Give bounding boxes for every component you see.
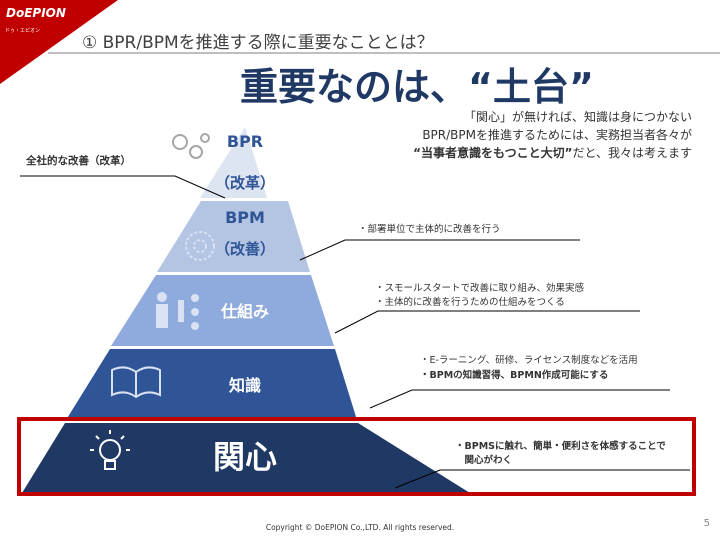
label-bpm-sub: （改善）	[214, 240, 275, 258]
message-emphasis: “当事者意識をもつこと大切”	[413, 146, 573, 160]
callout-lines	[20, 175, 690, 489]
label-chishiki: 知識	[228, 376, 261, 395]
note-kanshin-1: ・BPMSに触れ、簡単・便利さを体感することで	[455, 441, 666, 452]
pyramid-layer-bpr	[200, 127, 267, 198]
divider	[48, 52, 720, 54]
pyramid-layer-chishiki	[66, 349, 357, 420]
label-bpm: BPM	[225, 208, 265, 227]
slide-subtitle: ① BPR/BPMを推進する際に重要なこととは？	[82, 33, 434, 53]
lightbulb-icon	[90, 430, 130, 470]
note-shikumi-1: ・スモールスタートで改善に取り組み、効果実感	[375, 283, 585, 294]
gear-icon	[185, 231, 215, 261]
pyramid-layer-shikumi	[111, 275, 334, 346]
logo-subtext: ドゥ・エピオン	[5, 28, 41, 34]
note-chishiki-2: ・BPMの知識習得、BPMN作成可能にする	[420, 370, 609, 381]
org-chart-icon	[156, 292, 199, 330]
note-shikumi-2: ・主体的に改善を行うための仕組みをつくる	[375, 297, 565, 308]
pyramid-layer-bpm	[157, 201, 310, 272]
page-number: 5	[703, 518, 710, 529]
note-bpr: 全社的な改善（改革）	[26, 155, 131, 167]
message-line-2: BPR/BPMを推進するためには、実務担当者各々が	[422, 128, 692, 142]
book-icon	[111, 366, 161, 399]
copyright: Copyright © DoEPION Co.,LTD. All rights …	[265, 523, 455, 532]
logo: DoEPION	[6, 6, 66, 20]
note-kanshin-2: 関心がわく	[455, 455, 513, 466]
label-kanshin: 関心	[212, 438, 277, 476]
label-bpr: BPR	[226, 132, 264, 151]
brand-corner	[0, 0, 118, 84]
pyramid-layer-kanshin	[22, 423, 470, 493]
note-bpm: ・部署単位で主体的に改善を行う	[358, 224, 501, 235]
note-chishiki-1: ・E-ラーニング、研修、ライセンス制度などを活用	[420, 355, 638, 366]
gears-icon	[172, 133, 210, 159]
label-bpr-sub: （改革）	[214, 174, 275, 192]
message-line-1: 「関心」が無ければ、知識は身につかない	[463, 110, 692, 124]
message-line-3: “当事者意識をもつこと大切”だと、我々は考えます	[413, 144, 692, 161]
message-rest: だと、我々は考えます	[572, 146, 692, 160]
label-shikumi: 仕組み	[220, 302, 269, 321]
highlight-box	[17, 417, 696, 496]
headline: 重要なのは、“土台”	[240, 65, 594, 109]
